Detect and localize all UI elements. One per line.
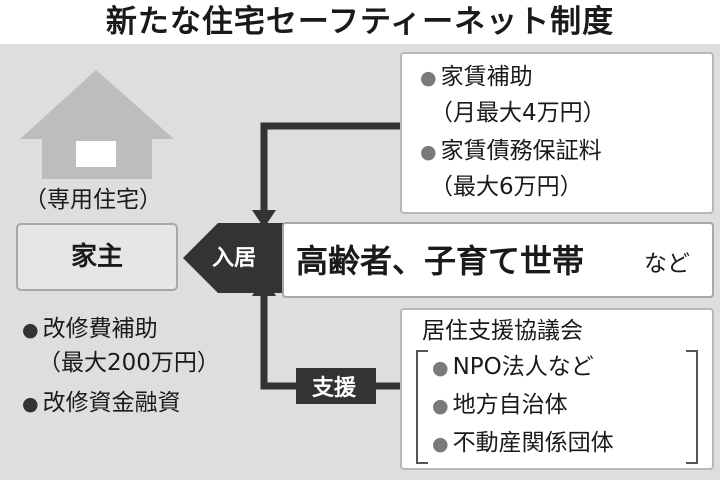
tenants-main: 高齢者、子育て世帯 (296, 242, 585, 280)
rent-support-item: ●家賃債務保証料 (420, 138, 602, 164)
rent-support-arrow (252, 122, 404, 228)
bullet-dot-icon: ● (432, 395, 449, 417)
diagram-title: 新たな住宅セーフティーネット制度 (105, 4, 615, 40)
council-title: 居住支援協議会 (422, 318, 583, 344)
rent-support-detail: （月最大4万円） (430, 100, 606, 126)
bullet-dot-icon: ● (420, 141, 437, 163)
landlord-support-item: ●改修資金融資 (22, 390, 181, 416)
council-member: ●不動産関係団体 (432, 430, 614, 456)
landlord-support-item: ●改修費補助 (22, 316, 158, 342)
bullet-dot-icon: ● (22, 319, 39, 341)
rent-support-item: ●家賃補助 (420, 64, 533, 90)
council-member: ●NPO法人など (432, 354, 594, 380)
rent-support-box: ●家賃補助 （月最大4万円） ●家賃債務保証料 （最大6万円） (400, 52, 714, 214)
tenants-suffix: など (644, 251, 690, 277)
rent-support-detail: （最大6万円） (430, 174, 583, 200)
house-icon (20, 70, 174, 179)
council-member: ●地方自治体 (432, 392, 568, 418)
bullet-dot-icon: ● (432, 433, 449, 455)
house-caption: （専用住宅） (24, 187, 162, 213)
support-tag-bg (296, 368, 376, 404)
bullet-dot-icon: ● (432, 357, 449, 379)
bracket-right (686, 350, 698, 464)
bracket-left (416, 350, 428, 464)
support-label: 支援 (312, 376, 357, 401)
council-box: 居住支援協議会 ●NPO法人など ●地方自治体 ●不動産関係団体 (400, 308, 714, 470)
landlord-support-detail: （最大200万円） (38, 350, 220, 376)
bullet-dot-icon: ● (22, 393, 39, 415)
move-in-arrow (183, 223, 286, 293)
tenants-box: 高齢者、子育て世帯 など (282, 222, 714, 298)
bullet-dot-icon: ● (420, 67, 437, 89)
move-in-label: 入居 (212, 246, 257, 271)
landlord-box: 家主 (16, 223, 178, 291)
